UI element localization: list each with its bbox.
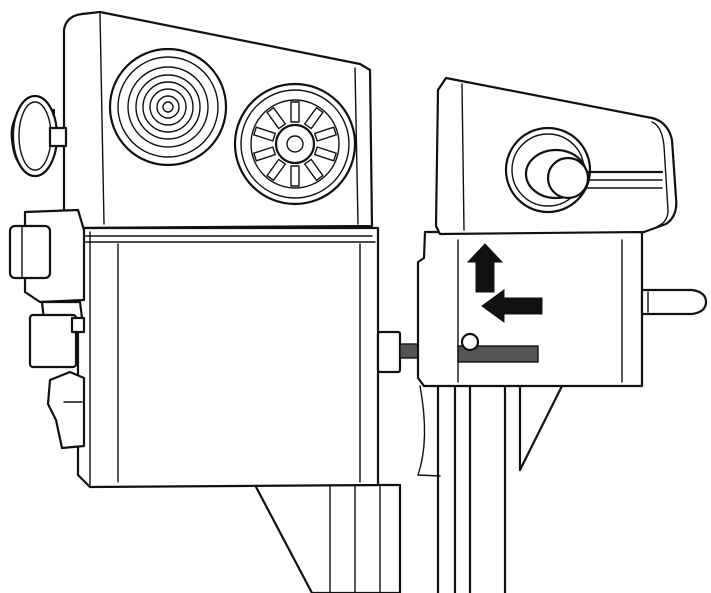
gear-tooth — [304, 106, 324, 130]
gear-tooth — [314, 126, 337, 142]
lever-handle — [640, 288, 708, 316]
right-knob — [504, 126, 664, 214]
left-column-support — [253, 483, 402, 593]
gear-tooth — [290, 165, 300, 187]
spiral-dial — [108, 47, 228, 167]
locking-bar — [457, 332, 539, 363]
arrow-up-indicator — [466, 243, 504, 293]
gear-tooth — [290, 101, 300, 123]
gear-teeth — [253, 101, 337, 187]
side-bracket-upper — [8, 208, 86, 322]
gear-tooth — [304, 158, 324, 182]
gear-tooth — [253, 126, 276, 142]
left-lower-housing — [76, 226, 380, 489]
gear-tooth — [253, 146, 276, 162]
gear-tooth — [314, 146, 337, 162]
right-column-support — [417, 384, 564, 593]
side-roller — [10, 94, 68, 178]
arrow-left-indicator — [481, 289, 543, 323]
gear-knob — [233, 82, 357, 206]
gear-tooth — [266, 106, 286, 130]
side-bracket-lower — [28, 313, 86, 450]
gear-tooth — [266, 158, 286, 182]
